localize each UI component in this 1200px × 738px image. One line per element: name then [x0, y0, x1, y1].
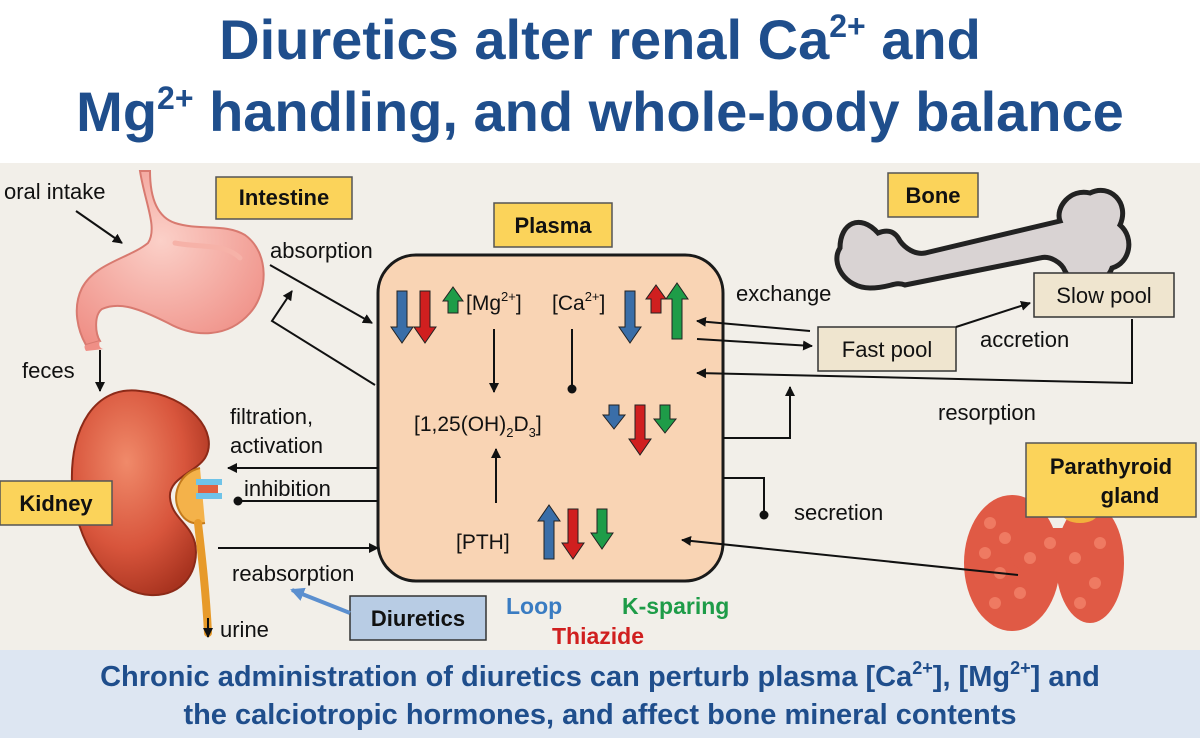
resorption-arrow: [696, 319, 1133, 385]
mg-thiazide-down-arrow: [413, 290, 437, 344]
footer-line-1-b: ], [Mg: [932, 661, 1011, 693]
pth-loop-up-arrow: [537, 504, 561, 560]
title-line-1-end: and: [865, 8, 981, 71]
secretion-inhibition-link: [723, 477, 769, 520]
plasma-label-box: Plasma: [493, 202, 613, 248]
fast-pool-box: Fast pool: [817, 326, 957, 372]
parathyroid-label-box: Parathyroid gland: [1025, 442, 1197, 518]
vitamin-d-label: [1,25(OH)2D3]: [414, 413, 542, 440]
inhibition-label: inhibition: [244, 476, 331, 501]
legend-loop: Loop: [506, 593, 562, 619]
mg-loop-down-arrow: [390, 290, 414, 344]
title-line-1-text: Diuretics alter renal Ca: [219, 8, 830, 71]
pth-change-arrows: [537, 504, 614, 560]
pth-thiazide-down-arrow: [561, 508, 585, 560]
vitd-loop-down-arrow: [601, 404, 627, 430]
plasma-to-bone-arrow: [723, 386, 795, 439]
plasma-label: Plasma: [514, 213, 592, 238]
parathyroid-label-line-2: gland: [1101, 483, 1160, 508]
legend-k-sparing: K-sparing: [622, 593, 729, 619]
vitd-thiazide-down-arrow: [628, 404, 652, 456]
kidney-label: Kidney: [19, 491, 93, 516]
oral-intake-label: oral intake: [4, 179, 106, 204]
footer-line-1: Chronic administration of diuretics can …: [0, 658, 1200, 696]
diuretics-arrow: [290, 587, 351, 615]
title-line-2: Mg2+ handling, and whole-body balance: [0, 76, 1200, 148]
kidney-label-box: Kidney: [0, 480, 113, 526]
vitamin-d-change-arrows: [601, 404, 678, 456]
ca-concentration-label: [Ca2+]: [552, 289, 605, 315]
legend-thiazide: Thiazide: [552, 623, 644, 649]
intestine-label: Intestine: [239, 185, 329, 210]
title-line-2-text: Mg: [76, 80, 158, 143]
urine-label: urine: [220, 617, 269, 642]
page-title: Diuretics alter renal Ca2+ and Mg2+ hand…: [0, 0, 1200, 160]
connector-arrows: [75, 210, 1133, 638]
accretion-arrow: [955, 301, 1031, 328]
title-superscript: 2+: [157, 80, 194, 116]
plasma-compartment: [376, 253, 725, 583]
pth-ksparing-down-arrow: [590, 508, 614, 550]
parathyroid-illustration: [964, 495, 1124, 631]
stomach-illustration: [75, 170, 265, 351]
filtration-label-line-1: filtration,: [230, 404, 313, 429]
absorption-arrow: [269, 264, 373, 324]
ca-ksparing-up-arrow: [665, 282, 689, 340]
footer-line-1-c: ] and: [1030, 661, 1100, 693]
secretion-to-intestine-arrow: [270, 290, 376, 386]
slow-pool-label: Slow pool: [1056, 283, 1151, 308]
bone-label-box: Bone: [887, 172, 979, 218]
ca-thiazide-up-arrow: [645, 284, 667, 314]
ca-loop-down-arrow: [618, 290, 642, 344]
filtration-label-line-2: activation: [230, 433, 323, 458]
slow-pool-box: Slow pool: [1033, 272, 1175, 318]
pth-label: [PTH]: [456, 531, 510, 554]
title-line-2-end: handling, and whole-body balance: [193, 80, 1124, 143]
feces-label: feces: [22, 358, 75, 383]
pth-secretion-arrow: [681, 535, 1019, 576]
diuretics-box: Diuretics: [349, 595, 487, 641]
vitd-ksparing-down-arrow: [652, 404, 678, 434]
exchange-label: exchange: [736, 281, 831, 306]
oral-intake-arrow: [75, 210, 123, 244]
title-superscript: 2+: [829, 8, 866, 44]
fast-pool-label: Fast pool: [842, 337, 933, 362]
diagram-canvas: Intestine Plasma Bone Kidney Parathyroid…: [0, 170, 1197, 649]
footer-superscript: 2+: [912, 658, 933, 678]
accretion-label: accretion: [980, 327, 1069, 352]
footer-caption: Chronic administration of diuretics can …: [0, 650, 1200, 738]
bone-label: Bone: [906, 183, 961, 208]
secretion-label: secretion: [794, 500, 883, 525]
intestine-label-box: Intestine: [215, 176, 353, 220]
exchange-to-plasma-arrow: [696, 316, 811, 332]
diuretics-label: Diuretics: [371, 606, 465, 631]
footer-line-2: the calciotropic hormones, and affect bo…: [183, 699, 1017, 731]
parathyroid-label-line-1: Parathyroid: [1050, 454, 1172, 479]
kidney-illustration: [70, 389, 222, 637]
footer-superscript: 2+: [1010, 658, 1031, 678]
ca-change-arrows: [618, 282, 689, 344]
title-line-1: Diuretics alter renal Ca2+ and: [0, 4, 1200, 76]
footer-line-1-a: Chronic administration of diuretics can …: [100, 661, 913, 693]
exchange-to-pool-arrow: [696, 338, 813, 351]
mg-concentration-label: [Mg2+]: [466, 289, 522, 315]
mg-ksparing-up-arrow: [442, 286, 464, 314]
absorption-label: absorption: [270, 238, 373, 263]
bone-illustration: [834, 187, 1132, 291]
diagram-panel: Intestine Plasma Bone Kidney Parathyroid…: [0, 163, 1200, 650]
reabsorption-label: reabsorption: [232, 561, 354, 586]
mg-change-arrows: [390, 286, 464, 344]
resorption-label: resorption: [938, 400, 1036, 425]
